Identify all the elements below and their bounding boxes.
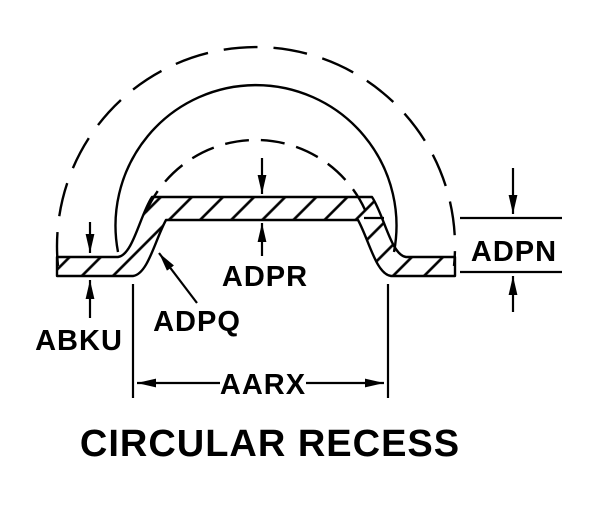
adpq-label: ADPQ [153, 306, 241, 338]
dome-profile-arc [114, 83, 398, 253]
abku-label: ABKU [35, 325, 123, 357]
aarx-label: AARX [220, 369, 306, 401]
adpq-leader-arrow [158, 252, 198, 304]
diagram-title: CIRCULAR RECESS [80, 423, 460, 465]
adpr-label: ADPR [222, 261, 308, 293]
dim-aarx [131, 284, 390, 398]
adpn-label: ADPN [471, 236, 557, 268]
outer-boundary-dashed-arc [55, 45, 457, 267]
inner-recess-dashed-arc [144, 138, 368, 213]
dim-adpn [364, 168, 562, 312]
hatched-cross-section [55, 195, 457, 278]
